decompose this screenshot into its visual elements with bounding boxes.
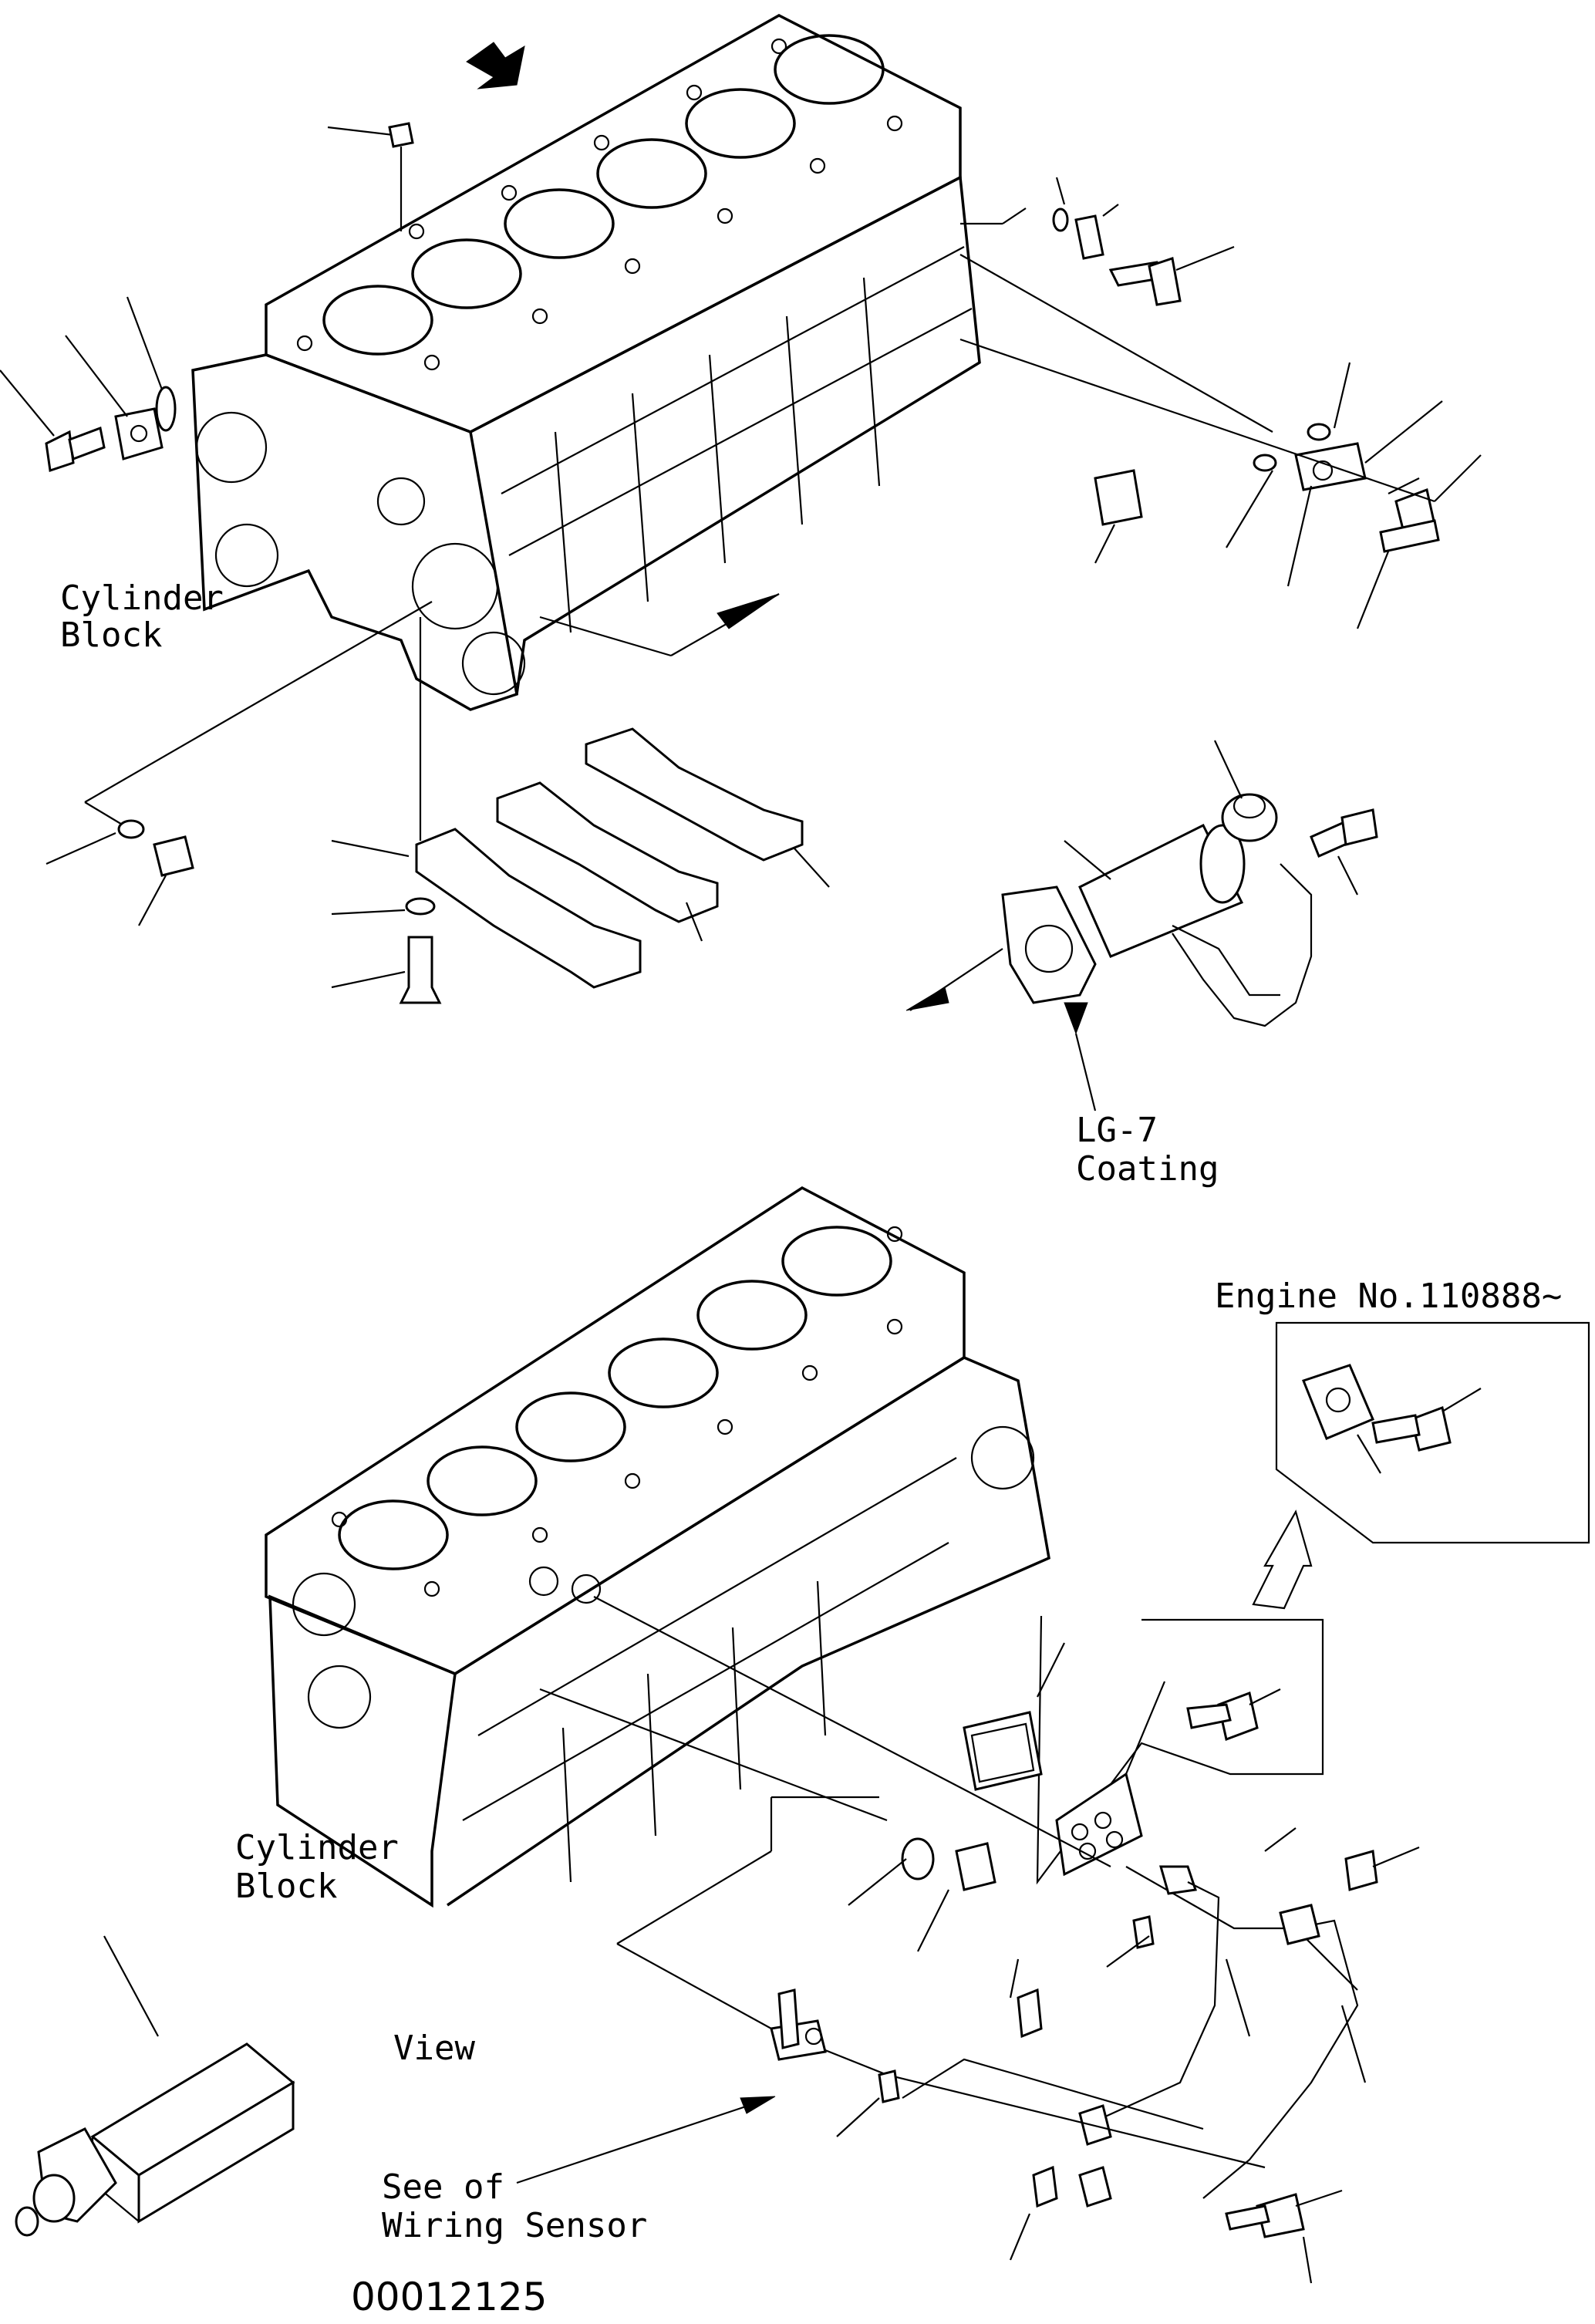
view-arrow: [466, 42, 525, 89]
gasket-bottom: [963, 1642, 1065, 1791]
label-view: View: [393, 2029, 475, 2068]
label-cylinder-block-top-1: Cylinder: [60, 578, 224, 618]
cylinder-block-bottom: [265, 1186, 1050, 1908]
cap-chain-and-bolt: [1172, 808, 1378, 1027]
cylinder-bores: [322, 34, 885, 356]
right-side-fittings: [959, 177, 1482, 629]
left-bolt-and-gasket: [0, 296, 177, 472]
cylinder-block-top: [191, 14, 981, 711]
engine-number-inset: [1275, 1321, 1590, 1544]
label-cylinder-block-bottom-1: Cylinder: [235, 1828, 399, 1867]
block-heater: [15, 1935, 295, 2237]
label-cylinder-block-bottom-2: Block: [235, 1867, 337, 1906]
label-lg7: LG-7: [1076, 1111, 1158, 1150]
plug-with-washer-left: [46, 601, 433, 926]
label-coating: Coating: [1076, 1149, 1219, 1189]
inset-arrow: [1252, 1509, 1313, 1610]
see-wiring-arrow: [516, 2096, 776, 2184]
wiring-clamps: [616, 1943, 1266, 2261]
plug-and-washer-bottom: [616, 1796, 996, 1952]
label-cylinder-block-top-2: Block: [60, 616, 162, 655]
main-bearing-caps: [331, 617, 830, 989]
sensor-bracket-group: [1036, 1615, 1324, 1885]
oil-passage-arrow: [539, 593, 780, 657]
mid-bolt: [1094, 469, 1143, 564]
oil-filler-tube: [905, 823, 1246, 1111]
filler-cap: [1214, 740, 1278, 842]
cylinder-bores-bottom: [338, 1226, 892, 1570]
label-see-of: See of: [382, 2167, 504, 2207]
top-plug-bolt: [327, 122, 414, 231]
label-wiring-sensor: Wiring Sensor: [382, 2206, 647, 2245]
label-engine-no: Engine No.110888~: [1215, 1277, 1562, 1316]
bearing-cap-bolt: [331, 897, 442, 1004]
wiring-sensors: [1078, 1827, 1420, 2284]
drawing-number: 00012125: [351, 2275, 548, 2319]
